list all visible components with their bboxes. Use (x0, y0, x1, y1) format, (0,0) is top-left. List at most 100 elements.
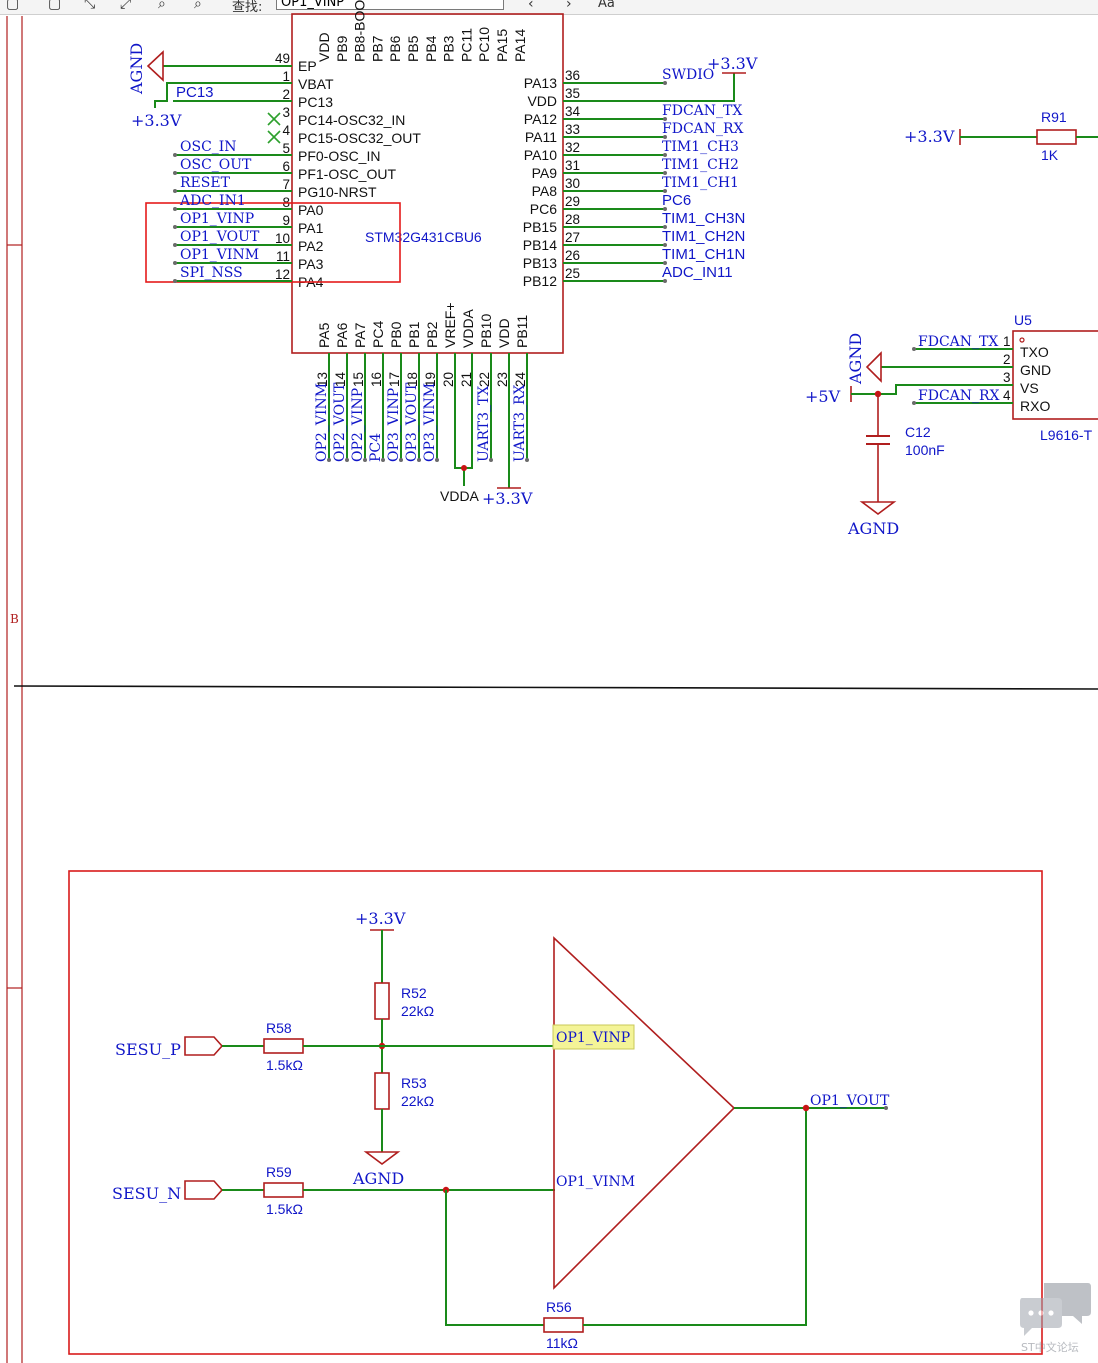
mcu-right-wiring: SWDIOFDCAN_TXFDCAN_RXTIM1_CH3TIM1_CH2TIM… (563, 54, 758, 283)
net-end (173, 279, 177, 283)
mcu-pin-num-14: 14 (333, 372, 348, 388)
mcu-pin-pc14-osc32-in: PC14-OSC32_IN (298, 112, 405, 128)
mcu-pin-vdda: VDDA (460, 308, 476, 348)
net-label-tim1-ch3: TIM1_CH3 (662, 139, 739, 155)
mcu-pin-top-pb6: PB6 (387, 35, 403, 62)
find-prev-icon[interactable]: ‹ (528, 0, 534, 12)
find-next-icon[interactable]: › (566, 0, 572, 12)
mcu-left-wiring: AGND +3.3V PC13OSC_INOSC_OUTRESETADC_IN1… (127, 43, 292, 283)
mcu-pin-num-24: 24 (513, 372, 528, 388)
net-end (381, 458, 385, 462)
mcu-pin-pc6: PC6 (530, 201, 557, 217)
net-end (363, 458, 367, 462)
agnd-symbol-mcu (146, 50, 164, 82)
zoom-in-icon[interactable]: ⌕ (158, 0, 166, 12)
search-highlight (552, 1024, 635, 1050)
mcu-pin-num-27: 27 (565, 230, 580, 245)
r52-ref: R52 (401, 985, 427, 1001)
net-label-tim1-ch2n: TIM1_CH2N (662, 228, 745, 245)
net-label-op1-vinm: OP1_VINM (180, 247, 259, 263)
mcu-pin-pb0: PB0 (388, 321, 404, 348)
u5-pin1-num: 1 (1003, 334, 1011, 349)
net-end (327, 458, 331, 462)
mcu-stm32g431[interactable]: EP49VBAT1PC132PC14-OSC32_IN3PC15-OSC32_O… (275, 0, 581, 387)
vbat-supply-label: +3.3V (131, 111, 182, 130)
mcu-pin-num-31: 31 (565, 158, 580, 173)
mcu-pin-num-25: 25 (565, 266, 580, 281)
opamp-highlight-box (68, 870, 1043, 1355)
zoom-out-icon[interactable]: ⌕ (194, 0, 202, 12)
mcu-pin-pb2: PB2 (424, 321, 440, 348)
net-label-tim1-ch1: TIM1_CH1 (662, 175, 739, 191)
mcu-pin-pa7: PA7 (352, 322, 368, 348)
r91-supply-label: +3.3V (904, 127, 955, 146)
u5-net-fdcan-rx: FDCAN_RX (918, 388, 1000, 404)
agnd-label-u5: AGND (846, 333, 865, 385)
mcu-pin-top-pc10: PC10 (476, 27, 492, 62)
mcu-pin-num-6: 6 (282, 159, 290, 174)
opamp-symbol[interactable] (553, 936, 736, 1290)
mcu-pin-pb15: PB15 (523, 219, 557, 235)
mcu-pin-num-33: 33 (565, 122, 580, 137)
mcu-pin-top-pb5: PB5 (405, 35, 421, 62)
mcu-pin-pb1: PB1 (406, 321, 422, 348)
u5-pin3-num: 3 (1003, 370, 1011, 385)
mcu-pin-num-5: 5 (282, 141, 290, 156)
mcu-pin-num-49: 49 (275, 51, 290, 66)
agnd-symbol-opamp (363, 1151, 401, 1165)
resistor-r52[interactable] (374, 982, 390, 1020)
opamp-stage[interactable]: +3.3V R52 22kΩ R53 22kΩ AGND SESU_P R58 … (68, 870, 1043, 1355)
net-label-swdio: SWDIO (662, 67, 714, 83)
mcu-pin-top-vdd: VDD (316, 32, 332, 62)
mcu-pin-num-35: 35 (565, 86, 580, 101)
u5-pin1-name: TXO (1020, 344, 1049, 360)
lasso-icon[interactable]: ▢ (48, 0, 62, 12)
net-end (663, 261, 667, 265)
net-label-op3-vout: OP3_VOUT (404, 382, 420, 462)
resistor-r56[interactable] (543, 1317, 584, 1333)
resistor-r58[interactable] (263, 1038, 304, 1054)
mcu-pin-top-pa14: PA14 (512, 29, 528, 62)
net-end (663, 171, 667, 175)
net-label-pc6: PC6 (662, 192, 691, 209)
net-label-op3-vinp: OP3_VINP (386, 388, 402, 462)
match-case-toggle[interactable]: Aa (598, 0, 615, 11)
can-transceiver-u5[interactable]: U5 L9616-T TXO GND VS RXO 1 2 3 4 FDCAN_… (805, 312, 1098, 538)
mcu-pin-pf0-osc-in: PF0-OSC_IN (298, 148, 380, 164)
mcu-pin-pa11: PA11 (525, 129, 557, 145)
u5-pin3-name: VS (1020, 380, 1039, 396)
r56-value: 11kΩ (546, 1335, 578, 1351)
mcu-pin-pa5: PA5 (316, 322, 332, 348)
find-label: 查找: (232, 0, 263, 15)
mcu-pin-num-23: 23 (495, 372, 510, 387)
vdd-supply-label: +3.3V (707, 54, 758, 73)
net-label-adc-in11: ADC_IN11 (662, 264, 733, 281)
mcu-pin-ep: EP (298, 58, 317, 74)
mcu-pin-pa1: PA1 (298, 220, 324, 236)
resistor-r91[interactable]: +3.3V R91 1K (904, 109, 1098, 163)
find-input[interactable] (276, 0, 504, 10)
net-end (173, 261, 177, 265)
mcu-pin-pa2: PA2 (298, 238, 324, 254)
mcu-pin-num-4: 4 (282, 123, 290, 138)
mcu-pin-num-30: 30 (565, 176, 580, 191)
net-end (663, 279, 667, 283)
resize-icon[interactable]: ⤢ (120, 0, 132, 12)
mcu-pin-num-11: 11 (276, 249, 290, 264)
net-end (173, 171, 177, 175)
r59-ref: R59 (266, 1164, 292, 1180)
input-port-sesu-n (184, 1180, 224, 1200)
mcu-pin-pa6: PA6 (334, 322, 350, 348)
mcu-pin-num-32: 32 (565, 140, 580, 155)
net-end (525, 458, 529, 462)
box-select-icon[interactable]: ▢ (6, 0, 20, 12)
net-end (489, 458, 493, 462)
net-label-osc-in: OSC_IN (180, 139, 237, 155)
resistor-r59[interactable] (263, 1182, 304, 1198)
mcu-pin-top-pb3: PB3 (441, 35, 457, 62)
net-end (173, 225, 177, 229)
resistor-r53[interactable] (374, 1072, 390, 1110)
move-icon[interactable]: ⤡ (84, 0, 96, 12)
net-label-op1-vout: OP1_VOUT (180, 229, 260, 245)
